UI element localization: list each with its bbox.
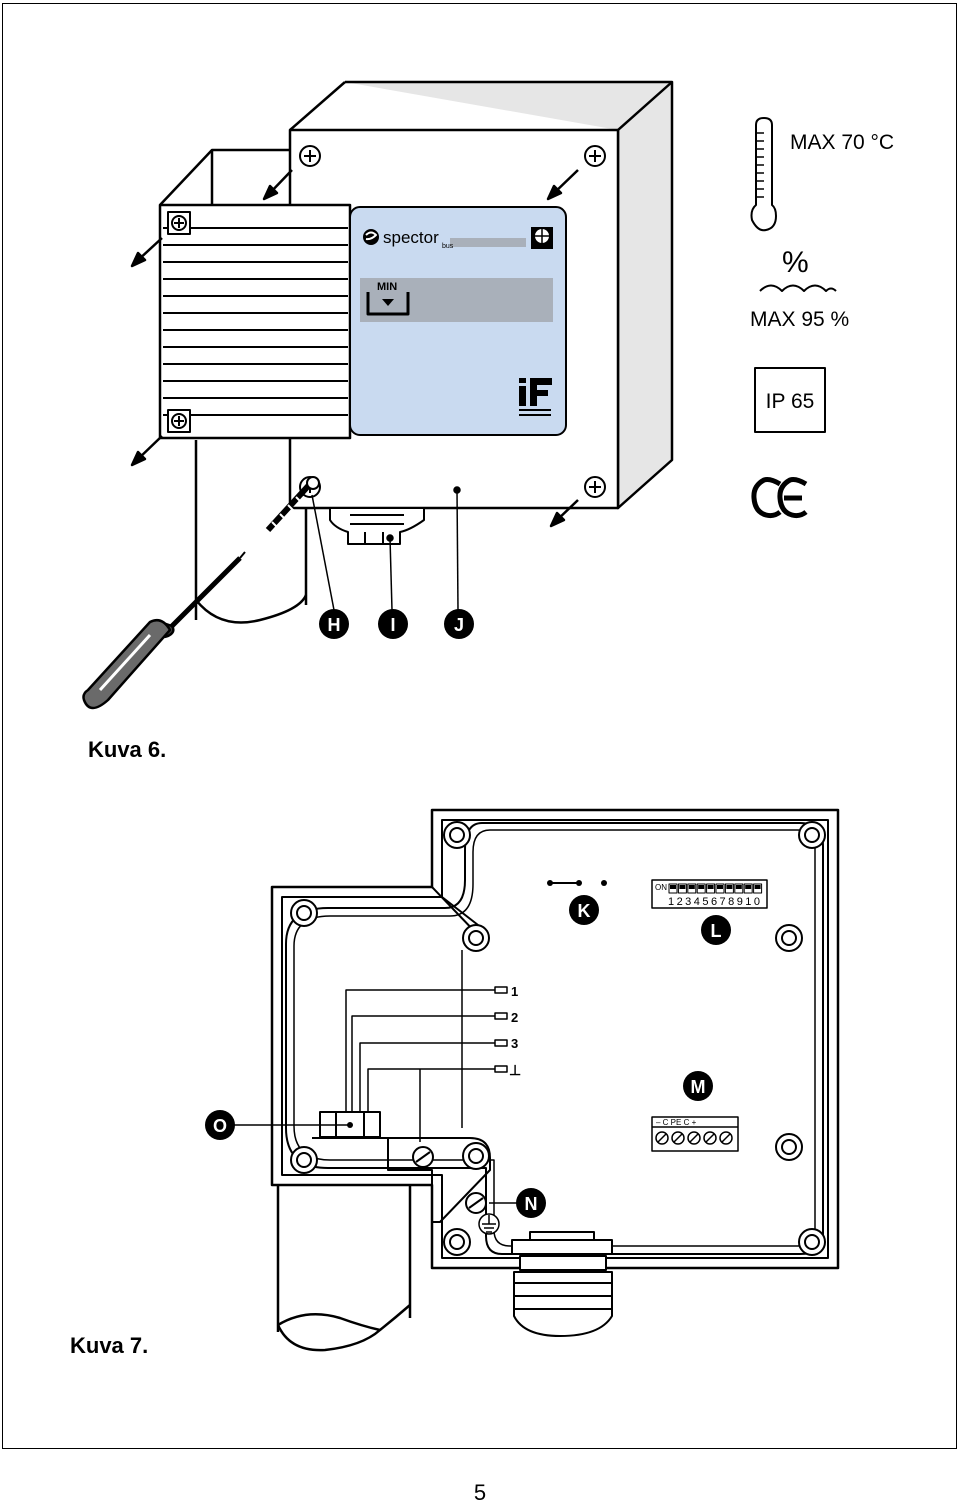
ip-rating-box	[754, 367, 826, 433]
ce-mark-icon	[751, 477, 808, 519]
figure7-markers: K L M N O	[205, 895, 731, 1218]
callout-lines	[311, 486, 461, 611]
dip-switch: ON	[651, 879, 768, 909]
ground-icon	[478, 1202, 530, 1235]
cooling-fins	[163, 227, 348, 416]
cable-gland	[329, 507, 425, 545]
wire-label-3: 3	[511, 1036, 518, 1051]
dip-switch-numbers: 12345678910	[668, 896, 760, 908]
svg-text:H: H	[328, 615, 341, 635]
svg-text:N: N	[525, 1194, 538, 1214]
screwdriver-icon	[82, 551, 246, 710]
wire-label-2: 2	[511, 1010, 518, 1025]
svg-text:O: O	[213, 1116, 227, 1136]
marker-j: J	[444, 609, 474, 639]
brand-name: spector	[383, 228, 439, 247]
marker-o: O	[205, 1110, 235, 1140]
mounting-holes	[290, 821, 826, 1256]
figure-6-caption: Kuva 6.	[88, 737, 167, 762]
thermometer-icon	[750, 117, 777, 232]
enclosure-open	[270, 808, 840, 1270]
page-number: 5	[473, 1480, 487, 1505]
humidity-icon: %	[759, 246, 837, 292]
marker-m: M	[683, 1071, 713, 1101]
figure-7-caption: Kuva 7.	[70, 1333, 149, 1358]
dip-switch-levers	[668, 883, 763, 894]
svg-text:I: I	[390, 615, 395, 635]
if-award-logo	[519, 378, 552, 416]
marker-h: H	[319, 609, 349, 639]
terminal-labels: – C PE C +	[656, 1118, 697, 1127]
cable-clamp	[312, 1137, 491, 1223]
wire-label-ground: ⊥	[509, 1062, 521, 1078]
svg-text:M: M	[691, 1077, 706, 1097]
jumper-icon	[547, 880, 607, 886]
bottom-cable-gland	[511, 1231, 613, 1337]
spector-logo-icon	[363, 229, 379, 245]
svg-text:J: J	[454, 615, 464, 635]
min-level-icon: MIN	[366, 281, 410, 316]
brand-sub: bus	[442, 243, 454, 250]
min-label: MIN	[377, 281, 397, 293]
marker-i: I	[378, 609, 408, 639]
marker-k: K	[569, 895, 599, 925]
humidity-limit: MAX 95 %	[750, 308, 849, 331]
pipe-fig7	[276, 1185, 412, 1352]
terminal-screws	[655, 1131, 733, 1145]
page-frame	[2, 3, 957, 1449]
marker-l: L	[701, 915, 731, 945]
wires	[345, 950, 508, 1142]
wire-label-1: 1	[511, 984, 518, 999]
sensor-housing	[158, 80, 674, 510]
loose-screw	[265, 476, 320, 533]
terminal-block	[651, 1116, 739, 1152]
dip-on-label: ON	[655, 883, 667, 892]
vendor-badge-icon	[531, 227, 553, 249]
direction-arrows	[130, 169, 579, 528]
svg-text:L: L	[711, 921, 722, 941]
svg-text:K: K	[578, 901, 591, 921]
temperature-limit: MAX 70 °C	[790, 131, 894, 154]
humidity-symbol: %	[782, 246, 809, 279]
ip-rating: IP 65	[766, 390, 815, 413]
marker-n: N	[516, 1188, 546, 1218]
